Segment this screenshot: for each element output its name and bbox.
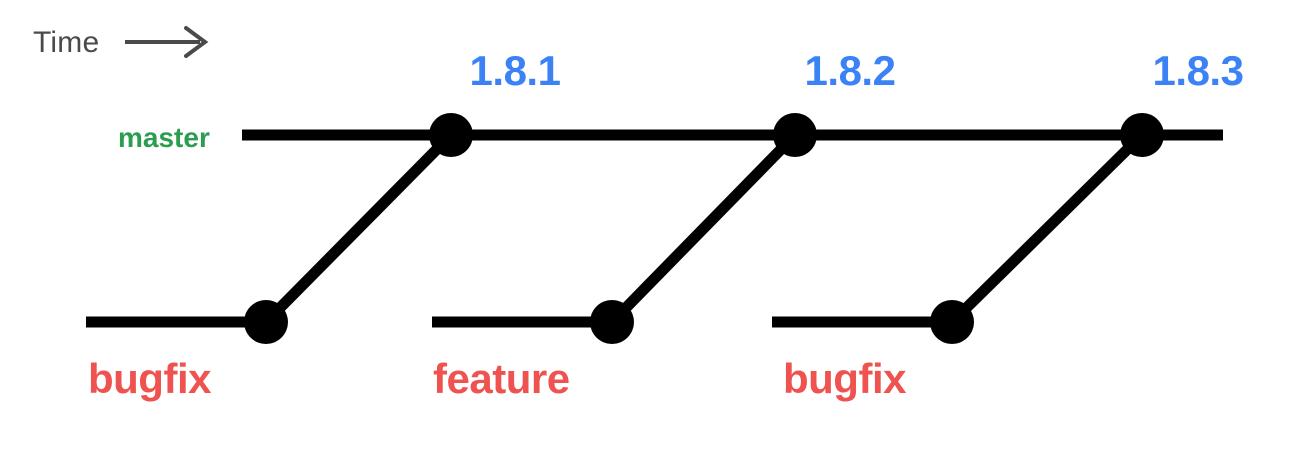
- time-axis-label: Time: [33, 26, 100, 59]
- merge-line-2: [948, 131, 1146, 326]
- merge-connector-lines: [262, 131, 1146, 326]
- branch-commit-node-0: [244, 300, 288, 344]
- branch-label-bugfix-0: bugfix: [88, 355, 211, 402]
- version-tag-1.8.2: 1.8.2: [804, 47, 896, 94]
- master-commit-node-1.8.3: [1120, 113, 1164, 157]
- branch-commit-node-1: [590, 300, 634, 344]
- master-commit-node-1.8.2: [773, 113, 817, 157]
- master-commit-node-1.8.1: [429, 113, 473, 157]
- master-commit-nodes: [429, 113, 1164, 157]
- branch-label-feature-1: feature: [433, 355, 570, 402]
- branch-commit-nodes: [244, 300, 974, 344]
- branch-commit-node-2: [930, 300, 974, 344]
- version-tag-1.8.3: 1.8.3: [1152, 47, 1244, 94]
- merge-line-1: [608, 131, 799, 326]
- master-branch-label: master: [118, 122, 210, 153]
- merge-line-0: [262, 131, 455, 326]
- time-arrow-icon: [125, 26, 209, 58]
- version-tag-1.8.1: 1.8.1: [469, 47, 561, 94]
- branch-label-bugfix-2: bugfix: [783, 355, 906, 402]
